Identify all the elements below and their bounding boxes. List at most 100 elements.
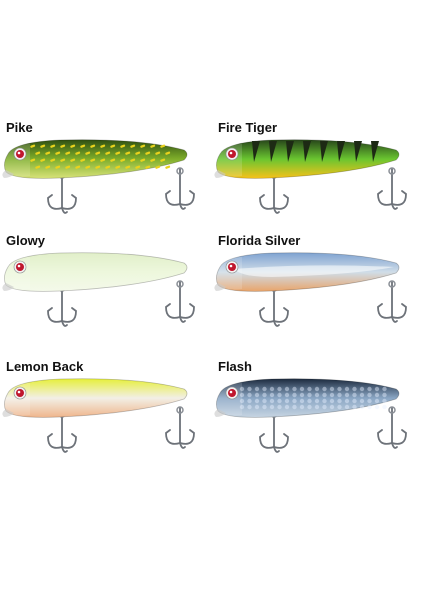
- pattern-dash: [155, 165, 161, 169]
- scale-spot: [359, 398, 365, 404]
- scale-spot: [337, 386, 342, 392]
- scale-spot: [359, 386, 365, 392]
- pattern-dash: [95, 165, 101, 169]
- scale-spot: [277, 392, 282, 398]
- pattern-dash: [110, 158, 116, 162]
- lure-body: [4, 378, 188, 418]
- pattern-dash: [150, 158, 156, 162]
- eye-glint: [229, 151, 233, 155]
- scale-spot: [247, 386, 252, 392]
- pattern-dash: [40, 158, 46, 162]
- scale-spot: [299, 398, 305, 404]
- scale-spot: [247, 398, 252, 404]
- tiger-stripe: [371, 141, 379, 162]
- scale-spot: [299, 404, 305, 410]
- eye-glint: [17, 390, 21, 394]
- scale-spot: [239, 386, 245, 392]
- scale-spot: [269, 404, 275, 410]
- pattern-dash: [50, 144, 56, 148]
- scale-spot: [322, 386, 327, 392]
- scale-spot: [382, 398, 387, 404]
- scale-spot: [344, 386, 350, 392]
- scale-spot: [337, 392, 342, 398]
- lure-name-label: Lemon Back: [6, 359, 84, 374]
- eye-iris: [228, 389, 236, 397]
- tiger-stripe: [286, 141, 294, 162]
- pattern-dash: [65, 165, 71, 169]
- scale-spot: [262, 392, 267, 398]
- lure-card: Lemon Back: [0, 359, 212, 479]
- lure-lip: [214, 283, 226, 291]
- lure-body: [4, 252, 188, 292]
- pattern-dash: [130, 158, 136, 162]
- pattern-dash: [165, 165, 171, 169]
- eye-glint: [229, 390, 233, 394]
- pattern-dash: [60, 158, 66, 162]
- scale-spot: [352, 386, 357, 392]
- eye-iris: [16, 389, 24, 397]
- pattern-dash: [30, 144, 36, 148]
- scale-spot: [262, 404, 267, 410]
- scale-spot: [299, 386, 305, 392]
- pattern-dash: [125, 165, 131, 169]
- eye-iris: [228, 263, 236, 271]
- lure-card: Florida Silver: [212, 233, 424, 353]
- pattern-dash: [80, 144, 86, 148]
- scale-spot: [329, 398, 335, 404]
- pattern-dash: [100, 158, 106, 162]
- tiger-stripe: [354, 141, 362, 162]
- scale-spot: [239, 398, 245, 404]
- lure-card: Fire Tiger: [212, 120, 424, 240]
- scale-spot: [269, 386, 275, 392]
- scale-spot: [284, 404, 290, 410]
- eye-glint: [17, 264, 21, 268]
- scale-spot: [307, 386, 312, 392]
- pattern-dash: [135, 151, 141, 155]
- scale-spot: [239, 392, 245, 398]
- pattern-dash: [100, 144, 106, 148]
- scale-spot: [367, 386, 372, 392]
- scale-spot: [292, 386, 297, 392]
- scale-spot: [322, 404, 327, 410]
- lure-card: Flash: [212, 359, 424, 479]
- pattern-dash: [140, 158, 146, 162]
- scale-spot: [382, 404, 387, 410]
- pattern-dash: [115, 165, 121, 169]
- lure-lip: [214, 409, 226, 417]
- rear-treble-hook: [165, 167, 195, 210]
- tiger-stripe: [337, 141, 345, 162]
- lure-image: [214, 139, 407, 214]
- scale-spot: [314, 404, 320, 410]
- lure-card: Glowy: [0, 233, 212, 353]
- lure-name-label: Glowy: [6, 233, 46, 248]
- lure-card: Pike: [0, 120, 212, 240]
- lure-image: [2, 252, 195, 327]
- scale-spot: [352, 392, 357, 398]
- scale-spot: [359, 404, 365, 410]
- scale-spot: [314, 398, 320, 404]
- scale-spot: [344, 398, 350, 404]
- scale-spot: [374, 398, 380, 404]
- pattern-dash: [35, 165, 41, 169]
- front-treble-hook: [47, 171, 77, 214]
- pattern-dash: [135, 165, 141, 169]
- pattern-dash: [65, 151, 71, 155]
- pattern-dash: [165, 151, 171, 155]
- lure-name-label: Pike: [6, 120, 33, 135]
- scale-spot: [329, 392, 335, 398]
- pattern-dash: [120, 158, 126, 162]
- scale-spot: [254, 398, 260, 404]
- scale-spot: [284, 398, 290, 404]
- pattern-dash: [45, 151, 51, 155]
- pattern-dash: [105, 151, 111, 155]
- scale-spot: [254, 386, 260, 392]
- rear-treble-hook: [377, 280, 407, 323]
- scale-spot: [359, 392, 365, 398]
- scale-spot: [284, 386, 290, 392]
- lure-image: [2, 378, 195, 453]
- scale-spot: [382, 392, 387, 398]
- scale-spot: [247, 392, 252, 398]
- scale-spot: [337, 404, 342, 410]
- scale-spot: [329, 404, 335, 410]
- scale-spot: [277, 404, 282, 410]
